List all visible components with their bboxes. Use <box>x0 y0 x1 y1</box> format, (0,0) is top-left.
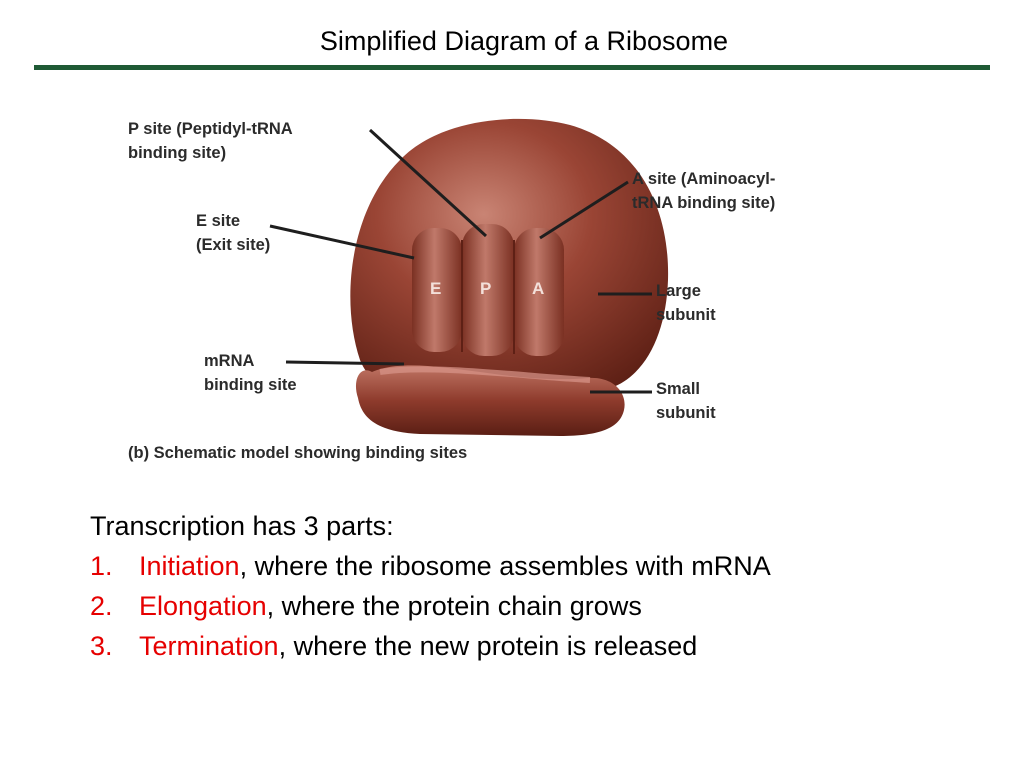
e-site-letter: E <box>430 279 441 298</box>
p-site-letter: P <box>480 279 491 298</box>
p-site-leader <box>368 128 488 238</box>
e-site-leader <box>269 224 415 260</box>
mrna-label-line2: binding site <box>204 376 297 394</box>
step-item-termination: 3. Termination, where the new protein is … <box>90 626 771 666</box>
p-site-label-line1: P site (Peptidyl-tRNA <box>128 120 293 138</box>
e-site-column <box>412 228 462 352</box>
a-site-leader <box>539 180 629 240</box>
intro-line: Transcription has 3 parts: <box>90 511 394 541</box>
small-subunit-shape <box>355 365 625 436</box>
step-term: Initiation <box>139 551 240 581</box>
step-number: 2. <box>90 591 113 621</box>
diagram-caption: (b) Schematic model showing binding site… <box>128 444 467 462</box>
step-description: , where the new protein is released <box>278 631 698 661</box>
small-subunit-label-line1: Small <box>656 380 700 398</box>
mrna-label-line1: mRNA <box>204 352 255 370</box>
small-subunit-label-line2: subunit <box>656 404 716 422</box>
large-subunit-label-line2: subunit <box>656 306 716 324</box>
a-site-label-line1: A site (Aminoacyl- <box>632 170 775 188</box>
title-divider <box>34 65 990 70</box>
mrna-groove <box>379 366 591 383</box>
step-term: Elongation <box>139 591 267 621</box>
a-site-letter: A <box>532 279 544 298</box>
step-term: Termination <box>139 631 279 661</box>
step-description: , where the ribosome assembles with mRNA <box>239 551 771 581</box>
step-number: 1. <box>90 551 113 581</box>
p-site-label-line2: binding site) <box>128 144 226 162</box>
step-description: , where the protein chain grows <box>266 591 642 621</box>
step-item-initiation: 1. Initiation, where the ribosome assembl… <box>90 546 771 586</box>
a-site-label-line2: tRNA binding site) <box>632 194 775 212</box>
slide-title: Simplified Diagram of a Ribosome <box>319 26 729 56</box>
step-number: 3. <box>90 631 113 661</box>
steps-list: 1. Initiation, where the ribosome assembl… <box>90 546 771 666</box>
body-text: Transcription has 3 parts: 1. Initiation,… <box>90 506 771 666</box>
large-subunit-label-line1: Large <box>656 282 701 300</box>
e-site-label-line1: E site <box>196 212 240 230</box>
e-site-label-line2: (Exit site) <box>196 236 270 254</box>
step-item-elongation: 2. Elongation, where the protein chain gr… <box>90 586 771 626</box>
mrna-leader <box>285 360 405 366</box>
a-site-column <box>514 228 564 356</box>
p-site-column <box>462 224 514 356</box>
